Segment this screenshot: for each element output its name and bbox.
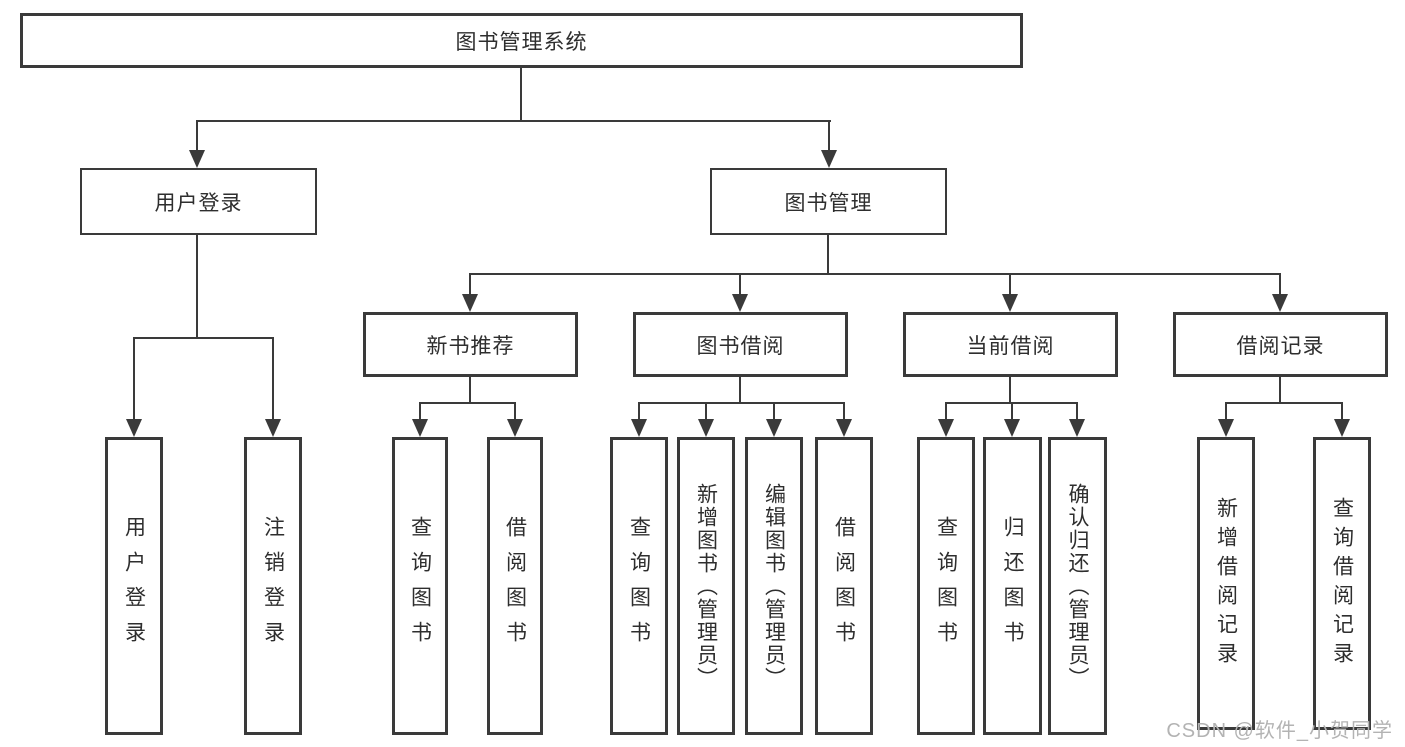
leaf-borrow-books-recommend: 借阅图书 (487, 437, 543, 735)
connector-vline (1011, 402, 1013, 421)
connector-hline (197, 120, 831, 122)
connector-vline (1009, 273, 1011, 296)
leaf-user-login: 用户登录 (105, 437, 163, 735)
leaf-label: 新增借阅记录 (1214, 496, 1238, 671)
connector-vline (1341, 402, 1343, 421)
connector-hline (133, 337, 274, 339)
leaf-label: 查询图书 (934, 516, 958, 656)
leaf-confirm-return-admin: 确认归还（管理员） (1048, 437, 1107, 735)
leaf-query-books-current: 查询图书 (917, 437, 975, 735)
leaf-label: 查询图书 (408, 516, 432, 656)
leaf-label: 用户登录 (122, 516, 146, 656)
arrow-down-icon (836, 419, 852, 437)
leaf-label: 查询图书 (627, 516, 651, 656)
leaf-label: 借阅图书 (832, 516, 856, 656)
arrow-down-icon (698, 419, 714, 437)
leaf-query-books-borrow: 查询图书 (610, 437, 668, 735)
connector-hline (470, 273, 1281, 275)
connector-hline (1226, 402, 1343, 404)
node-label: 图书管理 (784, 191, 873, 215)
connector-vline (1225, 402, 1227, 421)
arrow-down-icon (631, 419, 647, 437)
leaf-label: 确认归还（管理员） (1066, 482, 1089, 690)
connector-vline (739, 377, 741, 402)
connector-vline (945, 402, 947, 421)
connector-vline (514, 402, 516, 421)
node-library-management-system: 图书管理系统 (20, 13, 1023, 68)
connector-vline (1279, 377, 1281, 402)
connector-vline (638, 402, 640, 421)
arrow-down-icon (189, 150, 205, 168)
watermark: CSDN @软件_小贺同学 (1166, 720, 1393, 742)
arrow-down-icon (938, 419, 954, 437)
node-label: 借阅记录 (1236, 334, 1325, 358)
leaf-add-books-admin: 新增图书（管理员） (677, 437, 735, 735)
arrow-down-icon (507, 419, 523, 437)
leaf-label: 新增图书（管理员） (694, 482, 718, 690)
leaf-label: 编辑图书（管理员） (762, 482, 786, 690)
connector-hline (639, 402, 845, 404)
connector-vline (739, 273, 741, 296)
node-label: 新书推荐 (426, 334, 515, 358)
node-label: 图书借阅 (696, 334, 785, 358)
arrow-down-icon (732, 294, 748, 312)
arrow-down-icon (1069, 419, 1085, 437)
arrow-down-icon (412, 419, 428, 437)
leaf-edit-books-admin: 编辑图书（管理员） (745, 437, 803, 735)
arrow-down-icon (1004, 419, 1020, 437)
leaf-query-borrow-record: 查询借阅记录 (1313, 437, 1371, 730)
arrow-down-icon (821, 150, 837, 168)
connector-vline (828, 120, 830, 152)
connector-vline (1009, 377, 1011, 402)
arrow-down-icon (462, 294, 478, 312)
connector-vline (196, 235, 198, 337)
connector-vline (419, 402, 421, 421)
connector-vline (520, 68, 522, 120)
arrow-down-icon (766, 419, 782, 437)
arrow-down-icon (1002, 294, 1018, 312)
node-new-book-recommend: 新书推荐 (363, 312, 578, 377)
connector-vline (773, 402, 775, 421)
leaf-label: 查询借阅记录 (1330, 496, 1354, 671)
node-user-login: 用户登录 (80, 168, 317, 235)
node-label: 用户登录 (154, 191, 243, 215)
arrow-down-icon (265, 419, 281, 437)
arrow-down-icon (126, 419, 142, 437)
node-label: 当前借阅 (966, 334, 1055, 358)
connector-vline (469, 377, 471, 402)
leaf-label: 归还图书 (1001, 516, 1024, 656)
connector-hline (420, 402, 516, 404)
node-book-borrow: 图书借阅 (633, 312, 848, 377)
leaf-return-books: 归还图书 (983, 437, 1042, 735)
node-label: 图书管理系统 (455, 30, 588, 54)
arrow-down-icon (1272, 294, 1288, 312)
connector-vline (705, 402, 707, 421)
connector-vline (133, 337, 135, 421)
leaf-label: 借阅图书 (503, 516, 527, 656)
connector-vline (272, 337, 274, 421)
leaf-label: 注销登录 (261, 516, 285, 656)
leaf-add-borrow-record: 新增借阅记录 (1197, 437, 1255, 730)
node-book-management: 图书管理 (710, 168, 947, 235)
connector-vline (196, 120, 198, 152)
connector-vline (1279, 273, 1281, 296)
arrow-down-icon (1218, 419, 1234, 437)
connector-vline (827, 235, 829, 273)
node-borrow-records: 借阅记录 (1173, 312, 1388, 377)
leaf-logout: 注销登录 (244, 437, 302, 735)
node-current-borrow: 当前借阅 (903, 312, 1118, 377)
leaf-query-books-recommend: 查询图书 (392, 437, 448, 735)
connector-vline (843, 402, 845, 421)
leaf-borrow-books: 借阅图书 (815, 437, 873, 735)
connector-vline (1076, 402, 1078, 421)
arrow-down-icon (1334, 419, 1350, 437)
connector-vline (469, 273, 471, 296)
